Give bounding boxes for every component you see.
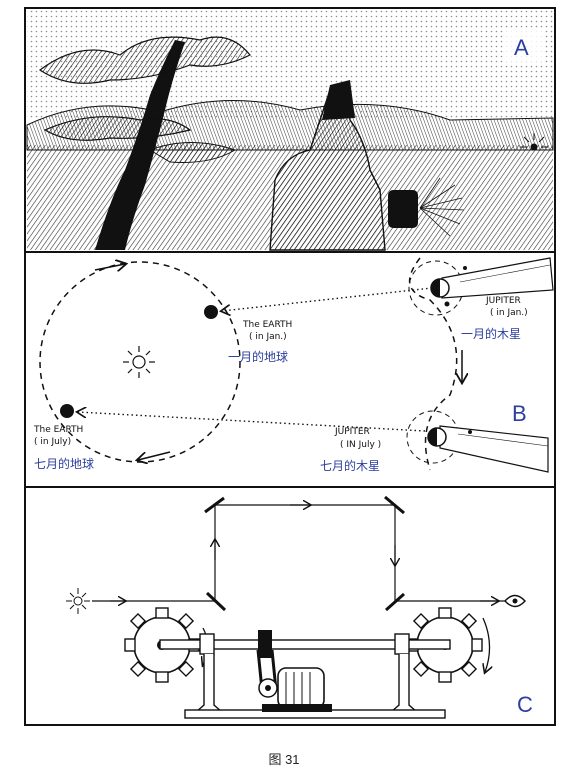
lantern [388, 190, 418, 228]
light-path-jan [222, 288, 432, 311]
motor [259, 668, 324, 708]
light-path-july [78, 412, 425, 431]
figure-caption: 图 31 [268, 752, 299, 767]
panel-a-letter: A [514, 35, 529, 60]
jupiter-jan-label-1: JUPITER [485, 296, 521, 306]
earth-july [60, 404, 74, 418]
light-source-icon [66, 588, 90, 614]
earth-jan-label-2: ( in Jan.) [249, 332, 287, 342]
light-beam-path [92, 505, 520, 601]
jupiter-jan-label-cn: 一月的木星 [461, 326, 521, 341]
panel-a: A [27, 10, 553, 250]
jupiter-july-label-cn: 七月的木星 [320, 458, 380, 473]
earth-jan-label-cn: 一月的地球 [228, 349, 288, 364]
jupiter-july-label-2: ( IN July ) [340, 440, 381, 450]
earth-jan-label-1: The EARTH [242, 320, 292, 330]
motor-base [262, 704, 332, 712]
earth-orbit-arrow-top [95, 264, 125, 270]
earth-july-label-2: ( in July) [34, 437, 71, 447]
jupiter-july-label-1: JUPITER [334, 427, 370, 437]
jupiter-july [407, 411, 548, 472]
panel-b-letter: B [512, 401, 527, 426]
earth-orbit-arrow-bottom [138, 452, 170, 460]
gear-pulley [258, 630, 272, 658]
sun-icon [123, 346, 155, 378]
earth-jan [204, 305, 218, 319]
earth-july-label-1: The EARTH [33, 425, 83, 435]
jupiter-jan-label-2: ( in Jan.) [490, 308, 528, 318]
panel-b: The EARTH ( in Jan.) 一月的地球 The EARTH ( i… [33, 258, 553, 473]
wheel-right-rotation-arrow [483, 618, 490, 672]
earth-july-label-cn: 七月的地球 [34, 456, 94, 471]
jupiter-jan [409, 258, 553, 315]
panel-c-letter: C [517, 692, 533, 717]
panel-c: C [66, 497, 533, 718]
